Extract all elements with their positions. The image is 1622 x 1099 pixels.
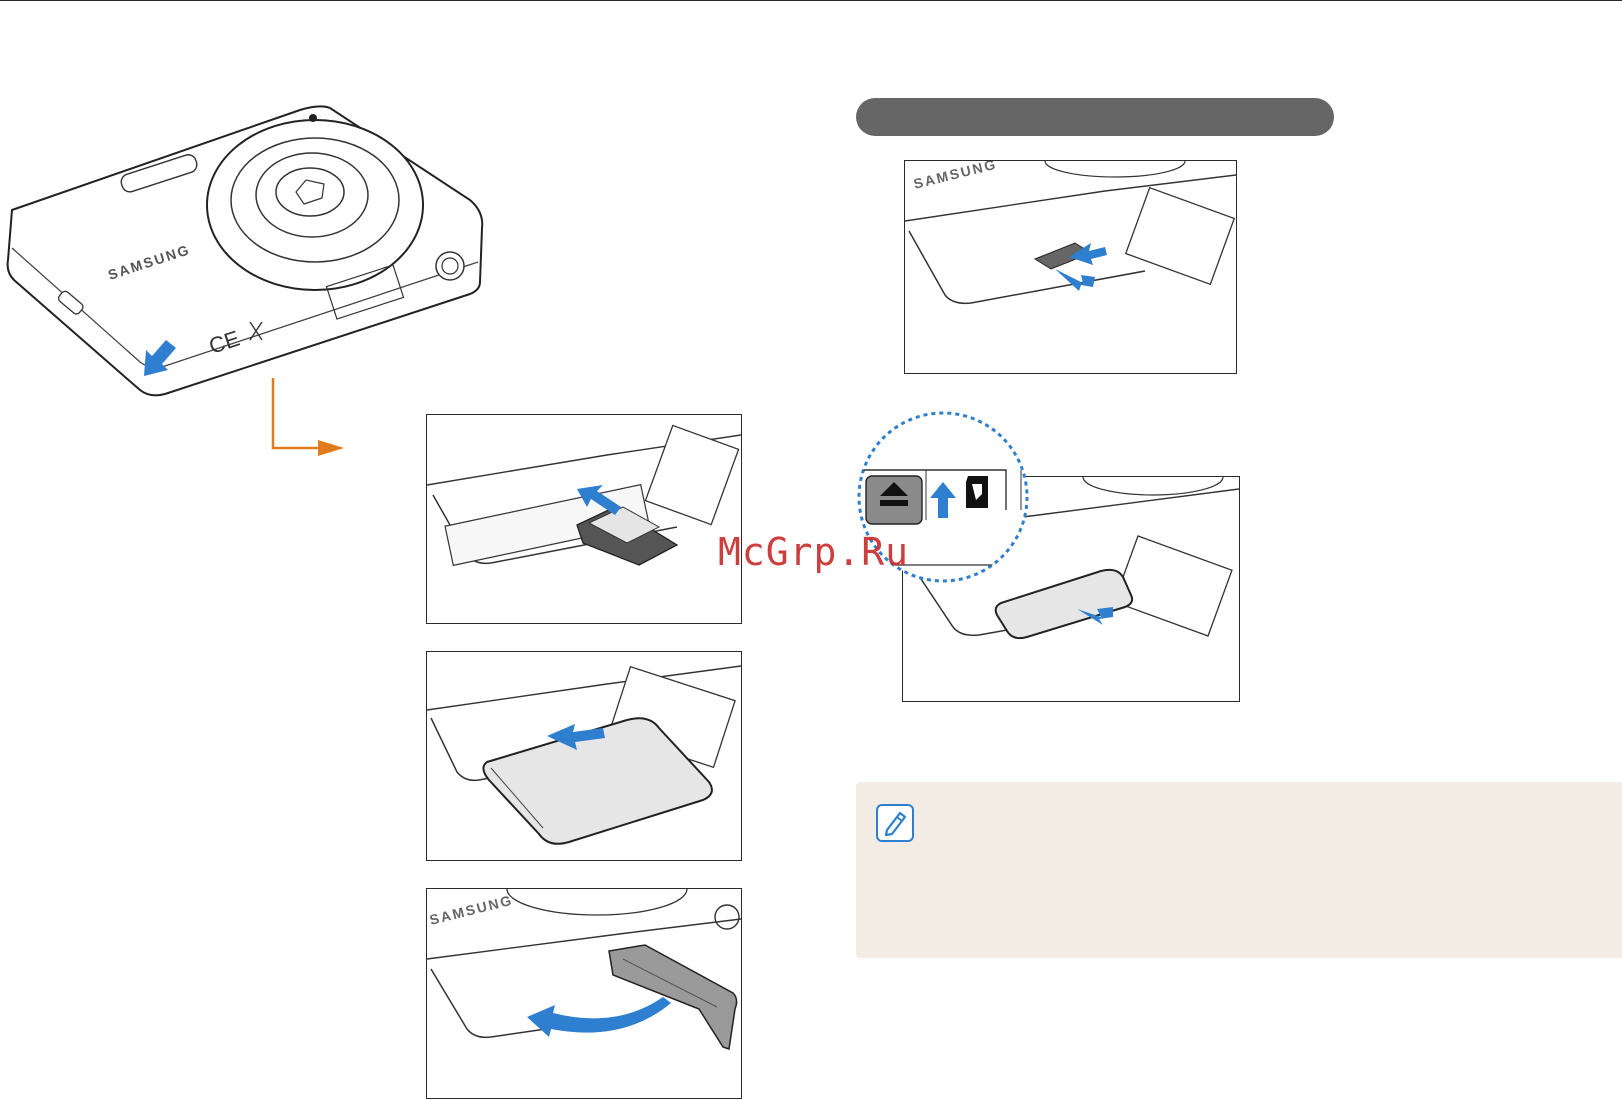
connector-arrow (270, 378, 350, 458)
eject-icon (865, 475, 923, 525)
step-insert-battery-panel (426, 651, 742, 861)
step-insert-memory-card-panel (426, 414, 742, 624)
arrow-icon (527, 997, 671, 1037)
arrow-icon (1055, 269, 1095, 291)
arrow-icon (577, 485, 621, 515)
arrow-icon (144, 340, 176, 376)
arrow-icon (1069, 243, 1107, 265)
top-rule (0, 0, 1622, 1)
section-header-pill (856, 98, 1334, 136)
camera-illustration: SAMSUNG CE (0, 100, 490, 405)
arrow-icon (1077, 607, 1113, 625)
watermark: McGrp.Ru (718, 530, 910, 574)
note-pencil-icon (876, 804, 914, 842)
arrow-icon (547, 724, 605, 750)
step-close-cover-panel: SAMSUNG (426, 888, 742, 1099)
panel-brand-label: SAMSUNG (912, 161, 999, 192)
step-remove-memory-card-panel: SAMSUNG (904, 160, 1237, 374)
arrow-icon (930, 482, 956, 518)
note-box (856, 782, 1622, 958)
zoom-callout (856, 410, 1030, 584)
panel-brand-label: SAMSUNG (428, 892, 515, 928)
